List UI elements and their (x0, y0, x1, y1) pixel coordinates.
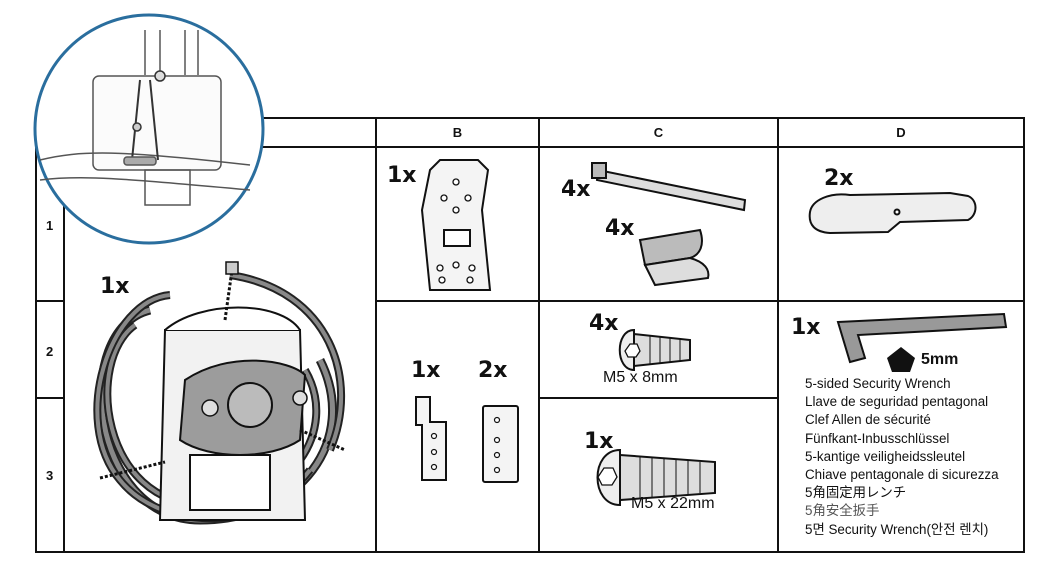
adhesive-pad-icon (638, 228, 710, 287)
part-d1-quantity: 2x (824, 166, 854, 191)
wrench-name-japanese: 5角固定用レンチ (805, 485, 907, 501)
part-d2-quantity: 1x (791, 315, 821, 340)
wrench-name-french: Clef Allen de sécurité (805, 412, 931, 428)
wrench-name-list: 5-sided Security Wrench Llave de segurid… (805, 375, 999, 539)
column-header-d: D (896, 125, 906, 140)
wrench-name-spanish: Llave de seguridad pentagonal (805, 394, 989, 410)
wrench-name-english: 5-sided Security Wrench (805, 376, 951, 391)
column-header-c: C (653, 125, 664, 140)
part-b23-right-quantity: 2x (478, 358, 508, 383)
wrench-name-dutch: 5-kantige veiligheidssleutel (805, 448, 966, 464)
part-c1-pads-quantity: 4x (605, 216, 635, 241)
screw-long-icon (596, 448, 716, 507)
clip-icon (808, 191, 977, 235)
pentagon-icon (887, 347, 915, 372)
wrench-size-label: 5mm (921, 351, 959, 368)
wrench-name-german: Fünfkant-Inbusschlüssel (805, 430, 950, 446)
screw-small-icon (618, 328, 691, 372)
part-c2-quantity: 4x (589, 311, 619, 336)
row-number-3: 3 (46, 468, 54, 483)
bracket-icon (415, 396, 447, 481)
hex-wrench-icon (836, 312, 1008, 364)
wrench-name-korean: 5면 Security Wrench(안전 렌치) (805, 521, 989, 537)
cable-tie-icon (591, 162, 747, 212)
mounting-plate-icon (420, 159, 492, 291)
part-c1-ties-quantity: 4x (561, 177, 591, 202)
wrench-name-italian: Chiave pentagonale di sicurezza (805, 467, 999, 483)
table-border (35, 117, 1025, 553)
column-header-b: B (452, 125, 463, 140)
plate-icon (482, 405, 519, 483)
part-c2-label: M5 x 8mm (603, 369, 678, 386)
table-grid (35, 117, 1025, 553)
part-b23-left-quantity: 1x (411, 358, 441, 383)
cable-bundle-icon (93, 261, 346, 525)
part-c3-quantity: 1x (584, 429, 614, 454)
part-a-quantity: 1x (100, 274, 130, 299)
part-b1-quantity: 1x (387, 163, 417, 188)
row-number-1: 1 (46, 218, 54, 233)
wrench-name-chinese: 5角安全扳手 (805, 503, 880, 519)
part-c3-label: M5 x 22mm (631, 495, 715, 512)
row-number-2: 2 (46, 344, 54, 359)
magnifier-detail-icon (33, 13, 265, 245)
